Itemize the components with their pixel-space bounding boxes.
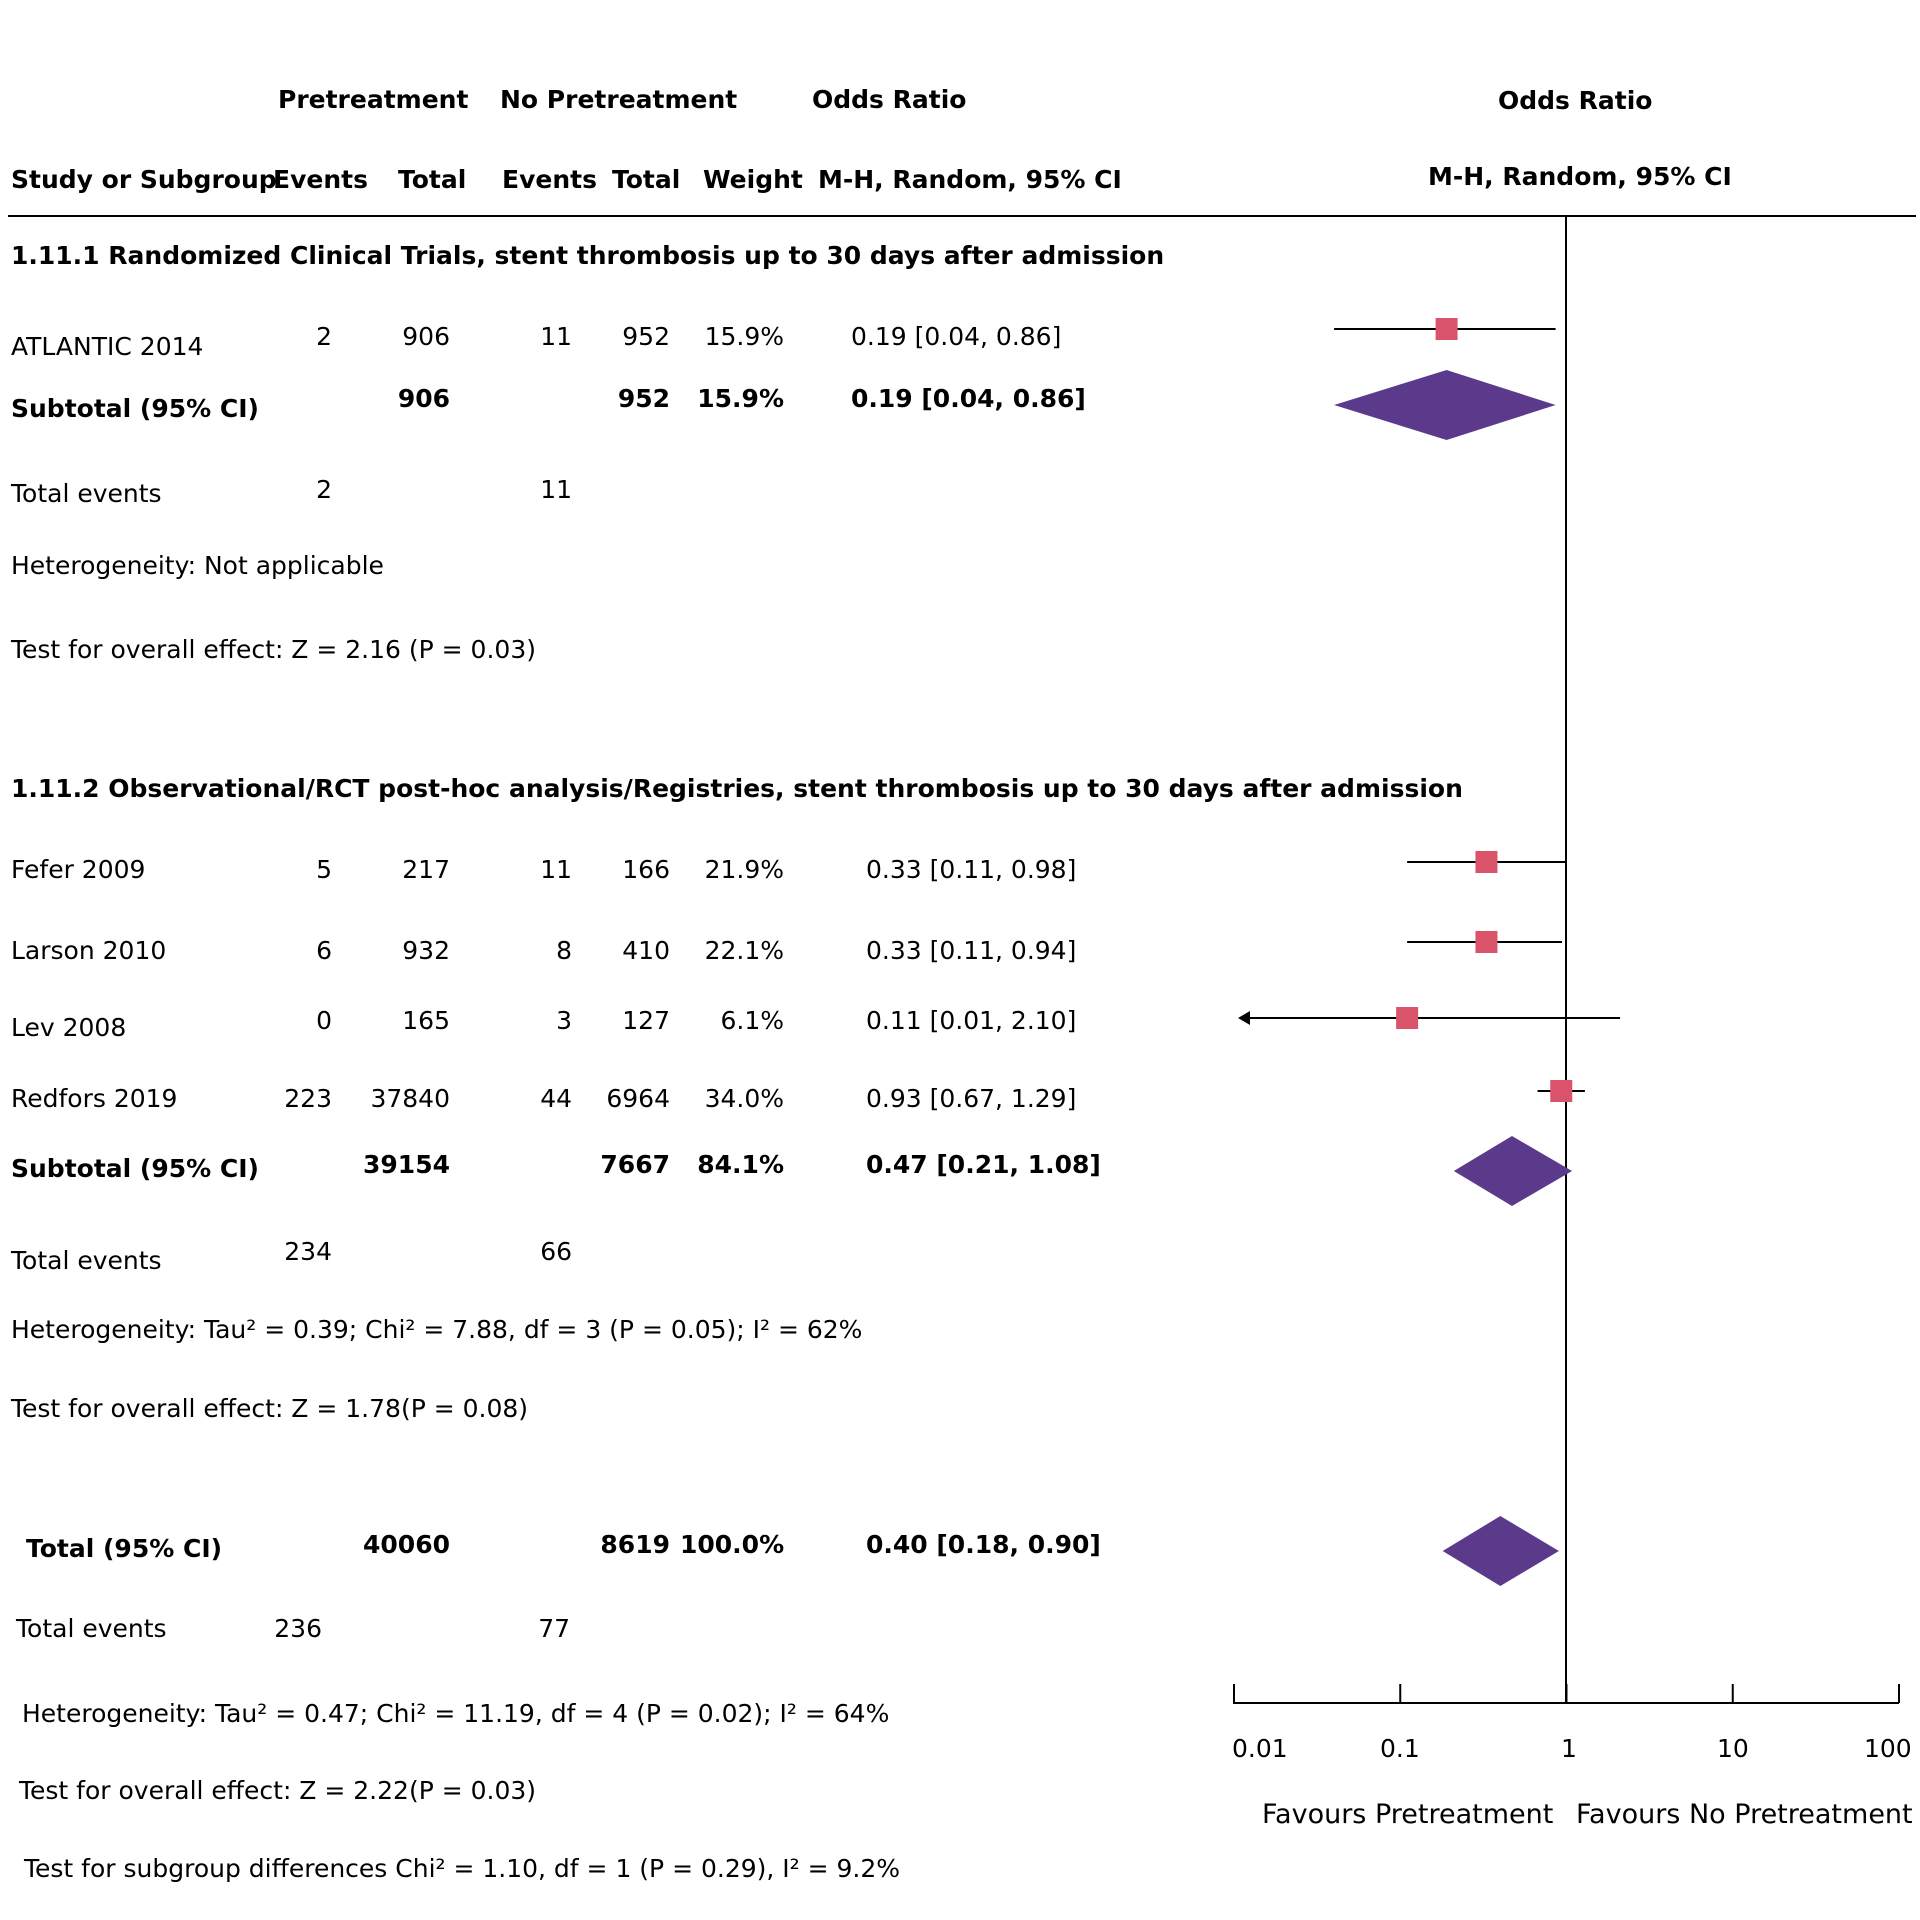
study-name: ATLANTIC 2014 <box>11 332 204 361</box>
weight-value: 22.1% <box>704 936 784 965</box>
total-pretreatment: 932 <box>402 936 450 965</box>
weight-value: 34.0% <box>704 1084 784 1113</box>
total-weight: 100.0% <box>680 1530 785 1559</box>
subgroup-differences-text: Test for subgroup differences Chi² = 1.1… <box>24 1854 901 1883</box>
study-marker <box>1396 1007 1419 1029</box>
pooled-diamond <box>1453 1136 1573 1206</box>
overall-effect-text: Test for overall effect: Z = 2.16 (P = 0… <box>11 635 536 664</box>
study-marker <box>1475 851 1498 873</box>
total-events-pretreatment: 2 <box>316 475 332 504</box>
subtotal-total-no-pretreatment: 952 <box>617 384 670 413</box>
pooled-diamond <box>1334 370 1556 440</box>
subtotal-label: Subtotal (95% CI) <box>11 1154 259 1183</box>
total-no-pretreatment: 410 <box>622 936 670 965</box>
overall-effect-text: Test for overall effect: Z = 1.78(P = 0.… <box>11 1394 529 1423</box>
total-events-pretreatment: 236 <box>274 1614 322 1643</box>
total-events-label: Total events <box>11 1246 162 1275</box>
ci-arrow <box>1238 1011 1250 1025</box>
subtotal-total-pretreatment: 39154 <box>363 1150 450 1179</box>
subtotal-weight: 84.1% <box>697 1150 784 1179</box>
events-pretreatment: 0 <box>316 1006 332 1035</box>
total-events-no-pretreatment: 11 <box>540 475 572 504</box>
header-pretreatment: Pretreatment <box>278 85 469 114</box>
total-events-label: Total events <box>11 479 162 508</box>
total-no-pretreatment: 6964 <box>606 1084 670 1113</box>
total-no-pretreatment: 952 <box>622 322 670 351</box>
total-no-pretreatment: 166 <box>622 855 670 884</box>
total-pretreatment: 165 <box>402 1006 450 1035</box>
favours-right-label: Favours No Pretreatment <box>1576 1799 1913 1830</box>
weight-value: 21.9% <box>704 855 784 884</box>
header-no-pretreatment: No Pretreatment <box>500 85 738 114</box>
subtotal-label: Subtotal (95% CI) <box>11 394 259 423</box>
header-method: M-H, Random, 95% CI <box>818 165 1122 194</box>
study-marker <box>1475 931 1498 953</box>
subtotal-ci: 0.19 [0.04, 0.86] <box>851 384 1086 413</box>
weight-value: 6.1% <box>720 1006 784 1035</box>
total-events-pretreatment: 234 <box>284 1237 332 1266</box>
odds-ratio-ci: 0.93 [0.67, 1.29] <box>866 1084 1077 1113</box>
heterogeneity-text: Heterogeneity: Tau² = 0.47; Chi² = 11.19… <box>22 1699 890 1728</box>
header-plot-title: Odds Ratio <box>1498 86 1653 115</box>
events-no-pretreatment: 11 <box>540 322 572 351</box>
pooled-diamond <box>1442 1516 1559 1586</box>
heterogeneity-text: Heterogeneity: Not applicable <box>11 551 384 580</box>
total-pretreatment: 217 <box>402 855 450 884</box>
study-name: Lev 2008 <box>11 1013 127 1042</box>
heterogeneity-text: Heterogeneity: Tau² = 0.39; Chi² = 7.88,… <box>11 1315 863 1344</box>
study-name: Larson 2010 <box>11 936 167 965</box>
events-no-pretreatment: 8 <box>556 936 572 965</box>
events-pretreatment: 223 <box>284 1084 332 1113</box>
header-events-pretreatment: Events <box>273 165 368 194</box>
study-marker <box>1435 318 1458 340</box>
odds-ratio-ci: 0.33 [0.11, 0.94] <box>866 936 1077 965</box>
header-total-pretreatment: Total <box>398 165 467 194</box>
events-no-pretreatment: 3 <box>556 1006 572 1035</box>
total-label: Total (95% CI) <box>26 1534 223 1563</box>
subtotal-total-pretreatment: 906 <box>397 384 450 413</box>
odds-ratio-ci: 0.33 [0.11, 0.98] <box>866 855 1077 884</box>
total-no-pretreatment: 127 <box>622 1006 670 1035</box>
events-no-pretreatment: 44 <box>540 1084 572 1113</box>
x-tick-label: 0.01 <box>1232 1734 1288 1763</box>
study-name: Redfors 2019 <box>11 1084 178 1113</box>
study-marker <box>1550 1080 1573 1102</box>
total-ci: 0.40 [0.18, 0.90] <box>866 1530 1101 1559</box>
total-events-no-pretreatment: 66 <box>540 1237 572 1266</box>
total-pretreatment: 37840 <box>370 1084 450 1113</box>
odds-ratio-ci: 0.11 [0.01, 2.10] <box>866 1006 1077 1035</box>
header-plot-method: M-H, Random, 95% CI <box>1428 162 1732 191</box>
total-total-no-pretreatment: 8619 <box>600 1530 670 1559</box>
events-no-pretreatment: 11 <box>540 855 572 884</box>
subtotal-weight: 15.9% <box>697 384 784 413</box>
subtotal-total-no-pretreatment: 7667 <box>600 1150 670 1179</box>
events-pretreatment: 6 <box>316 936 332 965</box>
weight-value: 15.9% <box>704 322 784 351</box>
events-pretreatment: 2 <box>316 322 332 351</box>
study-name: Fefer 2009 <box>11 855 146 884</box>
x-tick-label: 1 <box>1561 1734 1577 1763</box>
events-pretreatment: 5 <box>316 855 332 884</box>
subtotal-ci: 0.47 [0.21, 1.08] <box>866 1150 1101 1179</box>
header-weight: Weight <box>703 165 803 194</box>
subgroup-title: 1.11.1 Randomized Clinical Trials, stent… <box>11 241 1165 270</box>
total-pretreatment: 906 <box>402 322 450 351</box>
total-events-label: Total events <box>16 1614 167 1643</box>
favours-left-label: Favours Pretreatment <box>1262 1799 1554 1830</box>
x-tick-label: 10 <box>1717 1734 1749 1763</box>
odds-ratio-ci: 0.19 [0.04, 0.86] <box>851 322 1062 351</box>
overall-effect-text: Test for overall effect: Z = 2.22(P = 0.… <box>19 1776 537 1805</box>
header-odds-ratio-column: Odds Ratio <box>812 85 967 114</box>
subgroup-title: 1.11.2 Observational/RCT post-hoc analys… <box>11 774 1463 803</box>
x-tick-label: 0.1 <box>1380 1734 1420 1763</box>
total-total-pretreatment: 40060 <box>363 1530 450 1559</box>
x-tick-label: 100 <box>1864 1734 1912 1763</box>
total-events-no-pretreatment: 77 <box>538 1614 570 1643</box>
header-total-no-pretreatment: Total <box>612 165 681 194</box>
header-study-or-subgroup: Study or Subgroup <box>11 165 277 194</box>
header-events-no-pretreatment: Events <box>502 165 597 194</box>
